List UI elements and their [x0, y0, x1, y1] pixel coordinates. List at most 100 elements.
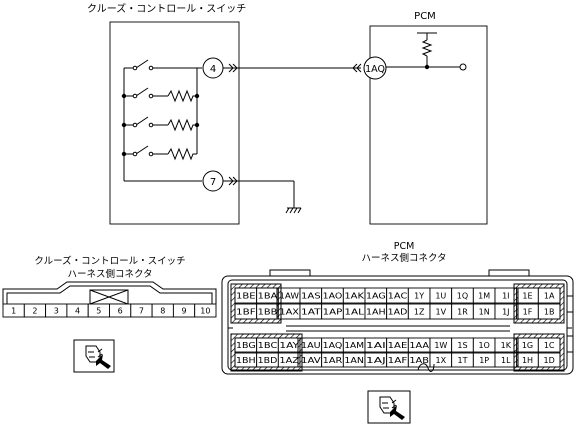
cruise-plug-icon: [73, 339, 115, 373]
pcm-pin-1BF: 1BF: [234, 303, 258, 320]
pcm-pin-1AG: 1AG: [364, 287, 388, 304]
pcm-pin-1BE-label: 1BE: [236, 291, 256, 300]
pcm-pin-1AJ: 1AJ: [364, 352, 388, 368]
pcm-pin-1BD: 1BD: [256, 352, 279, 368]
pcm-pin-1X-label: 1X: [436, 356, 447, 365]
pcm-pin-1K: 1K: [494, 337, 518, 353]
pcm-pin-1AA-label: 1AA: [409, 341, 429, 350]
pcm-pin-1H-label: 1H: [522, 356, 533, 365]
pcm-pin-1AD: 1AD: [386, 303, 409, 320]
pcm-title: PCM: [414, 11, 436, 22]
pcm-pin-1P-label: 1P: [479, 356, 489, 365]
pcm-pin-1AD-label: 1AD: [388, 307, 408, 316]
pcm-pin-1N-label: 1N: [479, 307, 490, 316]
cruise-pin-6: 6: [109, 303, 132, 318]
pcm-pin-1AT: 1AT: [299, 303, 323, 320]
pcm-hatched-blocks: [230, 283, 565, 372]
pcm-pin-1BD-label: 1BD: [258, 356, 278, 365]
pcm-pin-1AZ: 1AZ: [277, 352, 301, 368]
cruise-pin-10: 10: [194, 303, 217, 318]
switch-network: [123, 59, 202, 182]
cruise-pin-1: 1: [2, 303, 25, 318]
cruise-connector-title-1: クルーズ・コントロール・スイッチ: [34, 255, 185, 267]
pcm-pin-1AX-label: 1AX: [279, 307, 299, 316]
pcm-pin-1V-label: 1V: [436, 307, 447, 316]
pcm-pin-1G: 1G: [516, 337, 539, 353]
pcm-pin-1Q: 1Q: [451, 287, 474, 304]
pcm-pin-1W-label: 1W: [434, 341, 447, 350]
pcm-pin-1AN: 1AN: [342, 352, 366, 368]
pcm-pin-1AI: 1AI: [364, 337, 388, 353]
pcm-pin-1AW-label: 1AW: [279, 291, 299, 300]
pcm-pin-1Y: 1Y: [407, 287, 431, 304]
pcm-pin-1W: 1W: [429, 337, 453, 353]
pcm-pin-1BF-label: 1BF: [236, 307, 256, 316]
pcm-pin-1J-label: 1J: [502, 307, 509, 316]
pcm-pin-1V: 1V: [429, 303, 453, 320]
pcm-connector-title-1: PCM: [394, 241, 415, 252]
pcm-pin-1AB-label: 1AB: [409, 356, 429, 365]
cruise-pin-8-label: 8: [160, 306, 165, 315]
pcm-pin-1Z-label: 1Z: [414, 307, 425, 316]
pcm-pin-1O-label: 1O: [478, 341, 489, 350]
pcm-pin-1AI-label: 1AI: [366, 341, 386, 350]
pcm-pin-1C-label: 1C: [544, 341, 555, 350]
pcm-pin-1AV-label: 1AV: [301, 356, 321, 365]
pin-4-label: 4: [210, 64, 216, 75]
pcm-pin-1R: 1R: [451, 303, 474, 320]
pcm-pin-1AF: 1AF: [386, 352, 409, 368]
pcm-pin-1AF-label: 1AF: [388, 356, 408, 365]
junction-dots: [121, 64, 430, 157]
pcm-pin-1T: 1T: [451, 352, 474, 368]
pcm-pin-1AU: 1AU: [299, 337, 323, 353]
pcm-terminal: [459, 63, 467, 71]
pcm-pin-1AP: 1AP: [321, 303, 344, 320]
cruise-pin-3-label: 3: [54, 306, 59, 315]
pcm-pin-1AP-label: 1AP: [323, 307, 343, 316]
switch-contacts: [132, 65, 154, 157]
pcm-pin-1AQ-label: 1AQ: [323, 341, 343, 350]
cruise-connector-title-2: ハーネス側コネクタ: [67, 268, 152, 280]
pcm-connector-outline: [221, 269, 574, 375]
pcm-pin-1AN-label: 1AN: [344, 356, 364, 365]
pcm-pin-1C: 1C: [537, 337, 561, 353]
pcm-pin-label: 1AQ: [365, 64, 385, 75]
pcm-pin-1O: 1O: [472, 337, 496, 353]
pcm-pin-1BE: 1BE: [234, 287, 258, 304]
pcm-plug-icon: [367, 390, 411, 424]
pcm-pin-1BH-label: 1BH: [236, 356, 256, 365]
pcm-pin-1Z: 1Z: [407, 303, 431, 320]
pcm-pin-1AS-label: 1AS: [301, 291, 321, 300]
pcm-pin-circle: [363, 56, 387, 80]
pcm-pin-1AC-label: 1AC: [388, 291, 408, 300]
pcm-pin-1AW: 1AW: [277, 287, 301, 304]
pcm-pin-1AA: 1AA: [407, 337, 431, 353]
pcm-pin-1U: 1U: [429, 287, 453, 304]
pcm-pin-1AC: 1AC: [386, 287, 409, 304]
pcm-pin-1L: 1L: [494, 352, 518, 368]
cruise-pin-10-label: 10: [200, 306, 210, 315]
pcm-pin-1AM: 1AM: [342, 337, 366, 353]
pcm-box: [369, 25, 488, 225]
wire-insertion-squiggle: [417, 363, 435, 372]
pcm-pin-1H: 1H: [516, 352, 539, 368]
pcm-pin-1BG-label: 1BG: [236, 341, 256, 350]
pcm-pin-1S: 1S: [451, 337, 474, 353]
ground-wire: [223, 176, 295, 208]
signal-wire: [223, 63, 362, 73]
pcm-pin-1BB-label: 1BB: [258, 307, 278, 316]
cruise-pin-8: 8: [151, 303, 174, 318]
pcm-pin-1BC-label: 1BC: [258, 341, 278, 350]
pcm-pin-1AE-label: 1AE: [388, 341, 408, 350]
pcm-pin-1M: 1M: [472, 287, 496, 304]
pcm-pin-1I: 1I: [494, 287, 518, 304]
pcm-pin-1AY-label: 1AY: [279, 341, 299, 350]
pcm-pin-1AR-label: 1AR: [323, 356, 343, 365]
pcm-pin-1AO: 1AO: [321, 287, 344, 304]
pcm-pin-1AG-label: 1AG: [366, 291, 386, 300]
pcm-pin-1X: 1X: [429, 352, 453, 368]
pcm-pin-1K-label: 1K: [501, 341, 512, 350]
pcm-pin-1AJ-label: 1AJ: [366, 356, 386, 365]
